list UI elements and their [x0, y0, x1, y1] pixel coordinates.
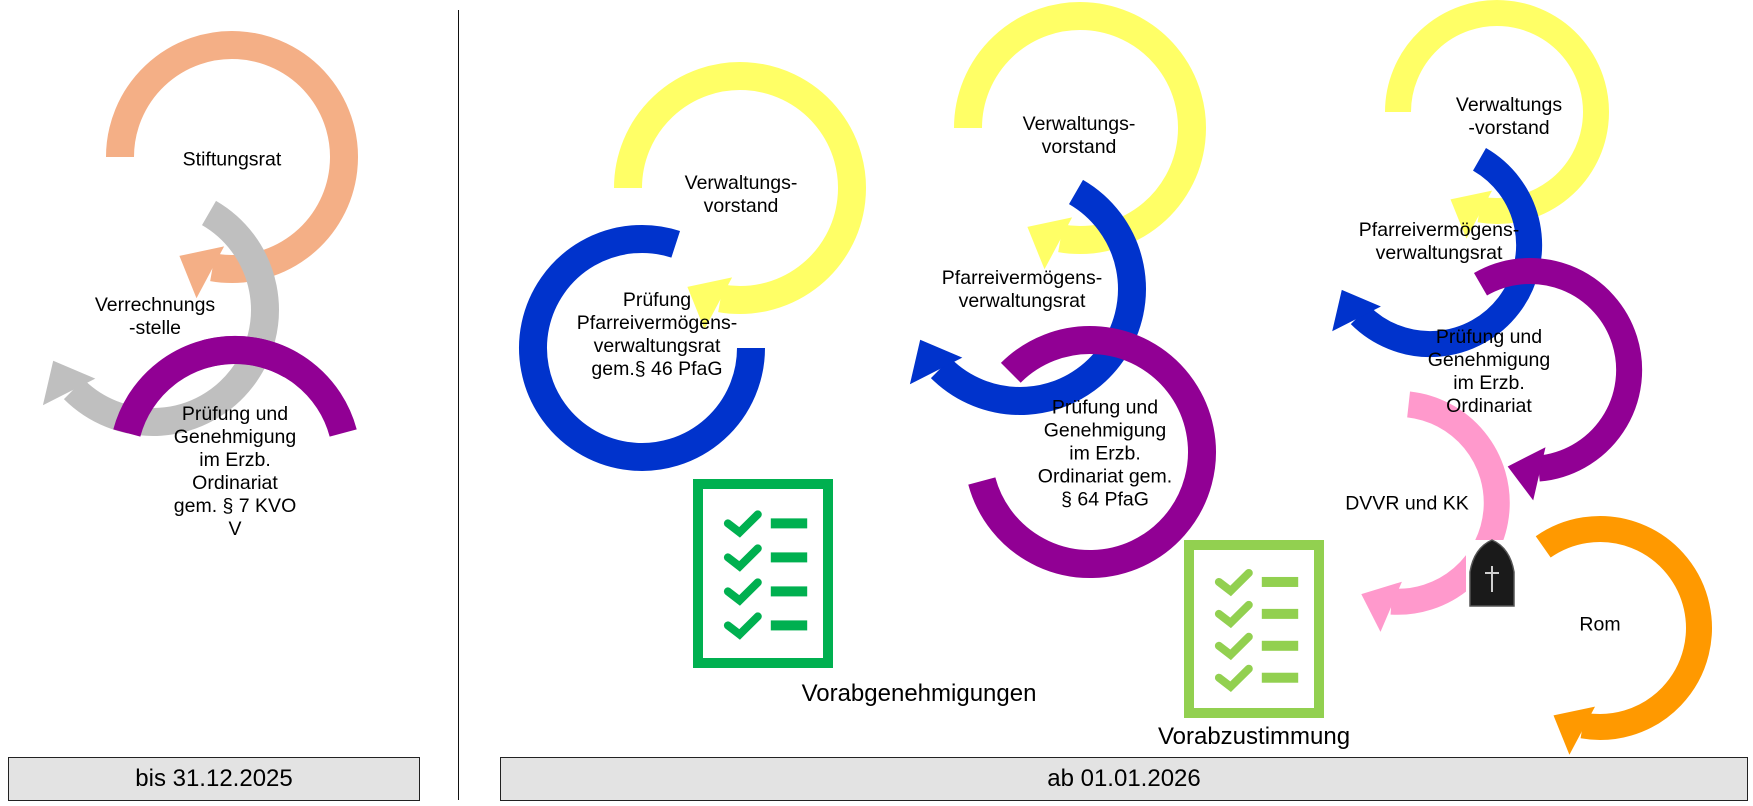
flow-a-arc-vorstand: [614, 62, 866, 330]
flow-a-arc-pruefung: [519, 224, 765, 471]
flow-c-pvvr: Pfarreivermögens- verwaltungsrat: [1358, 219, 1520, 264]
flow-c-pruefung: Prüfung und Genehmigung im Erzb. Ordinar…: [1427, 326, 1551, 417]
flow-b-verwaltungsvorstand: Verwaltungs- vorstand: [1022, 113, 1136, 158]
check-mark: [723, 612, 762, 640]
check-mark: [723, 544, 762, 572]
flow-b-pvvr: Pfarreivermögens- verwaltungsrat: [941, 267, 1103, 312]
flow-c-arc-pruefung: [1474, 257, 1643, 501]
check-mark: [723, 578, 762, 606]
check-mark: [1214, 664, 1253, 693]
flow-a-verwaltungsvorstand: Verwaltungs- vorstand: [684, 172, 798, 217]
old-arc-pruefung-b: [202, 336, 298, 378]
flow-b-arc-vorstand: [954, 2, 1206, 270]
flow-b-arc-pruefung: [968, 326, 1216, 578]
check-mark: [723, 510, 762, 538]
flow-b-pruefung: Prüfung und Genehmigung im Erzb. Ordinar…: [1037, 396, 1173, 511]
flow-c-arc-pvvr: [1332, 148, 1543, 358]
flow-a-result-label: Vorabgenehmigungen: [801, 680, 1037, 707]
old-arc-stiftungsrat: [106, 31, 358, 299]
flow-c-arc-vorstand: [1385, 0, 1609, 239]
flow-b-result-label: Vorabzustimmung: [1157, 723, 1351, 750]
flow-c-arc-rom: [1535, 516, 1712, 755]
old-step-pruefung: Prüfung und Genehmigung im Erzb. Ordinar…: [173, 403, 297, 540]
flow-a-pruefung: Prüfung Pfarreivermögens- verwaltungsrat…: [576, 289, 738, 380]
flow-c-dvvr: DVVR und KK: [1345, 492, 1469, 515]
check-mark: [1214, 600, 1253, 629]
flow-a-checklist-icon: [693, 479, 833, 668]
check-mark: [1214, 568, 1253, 597]
period-before-box: bis 31.12.2025: [8, 757, 420, 801]
flow-c-arc-dvvr: [1361, 391, 1510, 632]
flow-c-rom: Rom: [1579, 613, 1621, 636]
flow-b-checklist-icon: [1184, 540, 1324, 718]
period-divider: [458, 10, 459, 800]
bishop-mitre-icon: [1466, 539, 1518, 612]
old-step-stiftungsrat: Stiftungsrat: [182, 148, 282, 171]
flow-c-verwaltungsvorstand: Verwaltungs -vorstand: [1455, 94, 1563, 139]
flow-b-arc-pvvr: [909, 179, 1146, 415]
old-step-verrechnungsstelle: Verrechnungs -stelle: [94, 294, 216, 339]
period-after-box: ab 01.01.2026: [500, 757, 1748, 801]
check-mark: [1214, 632, 1253, 661]
